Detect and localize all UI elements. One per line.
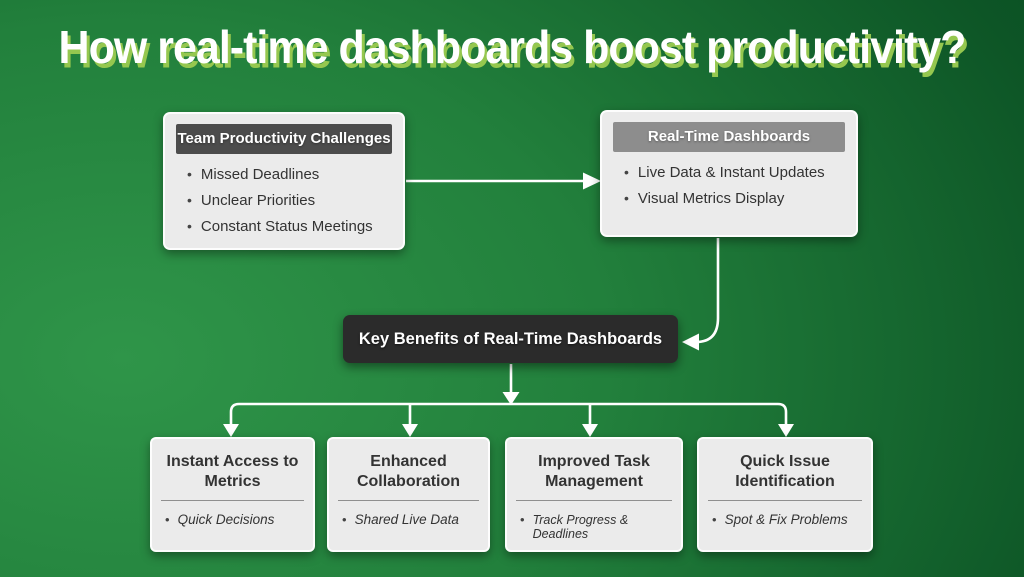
bullet-dot-icon: •: [342, 512, 347, 528]
list-item: • Missed Deadlines: [187, 166, 391, 183]
arrowhead-left-icon: [682, 333, 699, 351]
branch-connector: [223, 402, 794, 437]
card-enhanced-collaboration: Enhanced Collaboration • Shared Live Dat…: [327, 437, 490, 552]
card-header: Real-Time Dashboards: [613, 122, 845, 152]
card-header: Team Productivity Challenges: [176, 124, 392, 154]
bullet-dot-icon: •: [187, 166, 192, 182]
card-instant-access-to-metrics: Instant Access to Metrics • Quick Decisi…: [150, 437, 315, 552]
list-item-label: Unclear Priorities: [200, 192, 316, 209]
dashboards-bullet-list: • Live Data & Instant Updates • Visual M…: [602, 164, 856, 207]
list-item-label: Live Data & Instant Updates: [637, 164, 825, 181]
page-title: How real-time dashboards boost productiv…: [58, 22, 967, 74]
arrowhead-down-icon: [502, 392, 520, 405]
card-real-time-dashboards: Real-Time Dashboards • Live Data & Insta…: [600, 110, 858, 237]
list-item: • Visual Metrics Display: [624, 190, 844, 207]
card-quick-issue-identification: Quick Issue Identification • Spot & Fix …: [697, 437, 873, 552]
challenges-bullet-list: • Missed Deadlines • Unclear Priorities …: [165, 166, 403, 235]
arrowhead-down-icon: [582, 424, 598, 437]
list-item-label: Visual Metrics Display: [637, 190, 785, 207]
arrowhead-down-icon: [402, 424, 418, 437]
bullet-dot-icon: •: [165, 512, 170, 528]
bullet-dot-icon: •: [187, 218, 192, 234]
divider: [516, 500, 672, 502]
list-item: • Live Data & Instant Updates: [624, 164, 844, 181]
bullet-dot-icon: •: [624, 164, 629, 180]
list-item-label: Spot & Fix Problems: [724, 512, 848, 528]
list-item-label: Quick Decisions: [177, 512, 275, 528]
card-team-productivity-challenges: Team Productivity Challenges • Missed De…: [163, 112, 405, 250]
bullet-dot-icon: •: [624, 190, 629, 206]
card-improved-task-management: Improved Task Management • Track Progres…: [505, 437, 683, 552]
list-item: • Shared Live Data: [342, 512, 482, 527]
list-item: • Track Progress & Deadlines: [520, 512, 675, 541]
list-item-label: Constant Status Meetings: [200, 218, 373, 235]
arrow-challenges-to-dashboards: [406, 172, 601, 190]
bullet-dot-icon: •: [712, 512, 717, 528]
list-item-label: Track Progress & Deadlines: [532, 513, 629, 542]
bullet-dot-icon: •: [187, 192, 192, 208]
list-item: • Constant Status Meetings: [187, 218, 391, 235]
benefit-title: Instant Access to Metrics: [166, 453, 299, 490]
arrowhead-down-icon: [223, 424, 239, 437]
benefit-title: Quick Issue Identification: [735, 453, 835, 490]
list-item: • Spot & Fix Problems: [712, 512, 865, 527]
divider: [708, 500, 862, 502]
list-item-label: Missed Deadlines: [200, 166, 320, 183]
list-item-label: Shared Live Data: [354, 512, 459, 528]
arrowhead-right-icon: [583, 172, 601, 190]
list-item: • Unclear Priorities: [187, 192, 391, 209]
arrow-dashboards-to-benefits: [682, 238, 720, 351]
list-item: • Quick Decisions: [165, 512, 307, 527]
key-benefits-banner: Key Benefits of Real-Time Dashboards: [343, 315, 678, 363]
arrow-benefits-to-branch: [502, 364, 520, 405]
benefit-title: Enhanced Collaboration: [356, 453, 461, 490]
divider: [161, 500, 304, 502]
divider: [338, 500, 479, 502]
arrowhead-down-icon: [778, 424, 794, 437]
benefit-title: Improved Task Management: [538, 453, 650, 490]
bullet-dot-icon: •: [520, 512, 525, 528]
